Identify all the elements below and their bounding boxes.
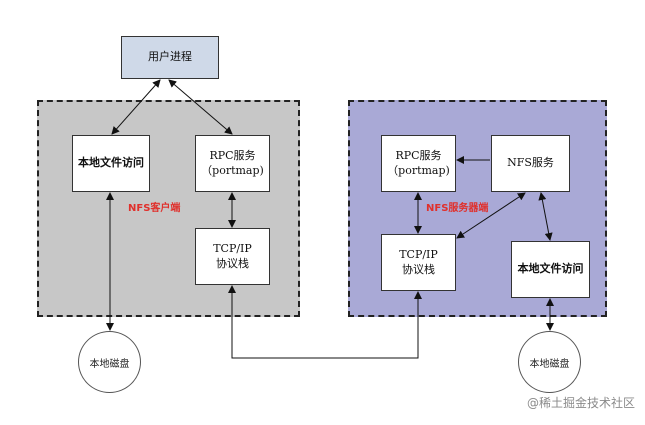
server-rpc-service-box: RPC服务 （portmap) [381,135,456,192]
server-tcpip-stack-box: TCP/IP 协议栈 [381,234,456,291]
client-local-file-access-box: 本地文件访问 [72,135,150,192]
client-tcpip-label-line1: TCP/IP [213,241,252,255]
nfs-client-label: NFS客户端 [128,203,181,214]
server-local-disk: 本地磁盘 [518,331,581,393]
watermark: @稀土掘金技术社区 [526,396,635,410]
user-process-label: 用户进程 [148,50,192,64]
arrow-nfs-to-server-tcpip [456,192,526,239]
server-rpc-label-line2: （portmap) [387,163,450,177]
server-tcpip-label-line1: TCP/IP [399,247,438,261]
arrow-user-to-client-rpc [168,79,233,135]
server-local-file-access-box: 本地文件访问 [511,241,590,298]
user-process-box: 用户进程 [121,36,219,79]
client-local-file-access-label: 本地文件访问 [78,156,144,170]
client-rpc-label-line2: （portmap) [201,163,264,177]
arrow-nfs-to-server-local-file [538,192,553,241]
server-nfs-service-label: NFS服务 [507,156,554,170]
client-local-disk-label: 本地磁盘 [89,358,130,370]
server-rpc-label-line1: RPC服务 [395,148,442,162]
arrow-user-to-client-local-file [111,79,161,135]
server-tcpip-label-line2: 协议栈 [402,262,435,276]
client-tcpip-label-line2: 协议栈 [216,256,249,270]
network-link-client-to-server [228,285,422,359]
client-rpc-label-line1: RPC服务 [209,148,256,162]
client-rpc-service-box: RPC服务 （portmap) [195,135,270,192]
client-tcpip-stack-box: TCP/IP 协议栈 [195,228,270,285]
server-nfs-service-box: NFS服务 [491,135,570,192]
client-local-disk: 本地磁盘 [78,331,141,393]
server-local-disk-label: 本地磁盘 [529,358,570,370]
server-local-file-access-label: 本地文件访问 [517,262,584,276]
